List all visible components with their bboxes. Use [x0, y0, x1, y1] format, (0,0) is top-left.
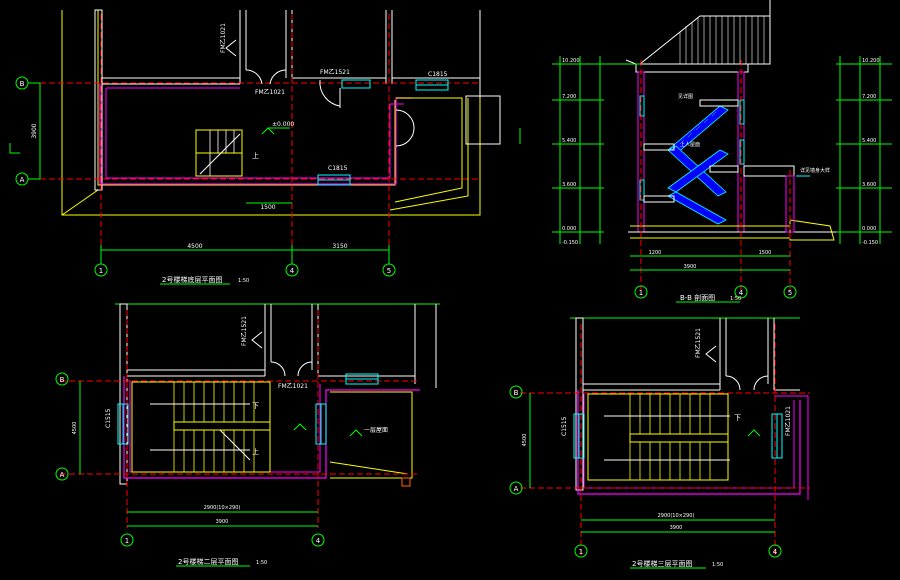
section-dim-3: 1500 [759, 250, 772, 256]
top-stair-down: 下 [734, 414, 741, 422]
section-level-l6: 0.000 [562, 226, 576, 232]
middle-stair-up: 上 [252, 447, 259, 456]
top-axis-b: B [514, 389, 519, 397]
section-level-r2: 7.200 [862, 94, 876, 100]
ground-axis-4: 4 [290, 267, 295, 275]
ground-axis-1: 1 [99, 267, 103, 275]
section-axis-5: 5 [788, 289, 792, 297]
top-floor-plan [509, 317, 810, 569]
middle-axis-1: 1 [125, 537, 129, 545]
ground-label-window2: C1815 [328, 165, 348, 172]
section-note-2: 详见墙身大样 [800, 167, 830, 174]
top-label-door2: FM乙1021 [785, 406, 792, 436]
ground-dim-mid: 1500 [260, 204, 275, 211]
middle-axis-a: A [60, 471, 65, 479]
ground-dim-right: 3150 [332, 243, 347, 250]
top-plan-scale: 1:50 [712, 562, 723, 568]
middle-axis-4: 4 [316, 537, 321, 545]
section-level-r3: 5.400 [862, 138, 876, 144]
ground-axis-5: 5 [387, 267, 391, 275]
section-axis-1: 1 [639, 289, 643, 297]
middle-label-window: C1515 [105, 408, 112, 428]
ground-stair-up: 上 [252, 151, 259, 160]
section-b-b [552, 0, 892, 303]
middle-floor-plan [55, 303, 440, 567]
middle-dim-left: 4500 [72, 422, 78, 435]
middle-dim-total: 3900 [216, 519, 229, 525]
ground-label-door1: FM乙1521 [320, 69, 350, 76]
section-level-l3: 5.400 [562, 138, 576, 144]
ground-dim-total: 4500 [187, 243, 202, 250]
middle-roof-note: 一层屋面 [364, 427, 388, 434]
ground-level: ±0.000 [272, 121, 294, 128]
section-level-r0: 10.200 [862, 58, 880, 64]
middle-plan-title: 2号楼梯二层平面图 [178, 557, 238, 566]
top-label-door1: FM乙1521 [695, 328, 702, 358]
section-dim-2: 1200 [649, 250, 662, 256]
top-plan-title: 2号楼梯三层平面图 [632, 559, 692, 568]
top-axis-1: 1 [579, 548, 583, 556]
middle-label-door2: FM乙1021 [278, 383, 308, 390]
top-axis-a: A [514, 485, 519, 493]
middle-plan-scale: 1:50 [256, 560, 267, 566]
section-note-1: 见详图 [678, 93, 693, 100]
section-level-l0: 10.200 [562, 58, 580, 64]
section-level-r4: 3.600 [862, 182, 876, 188]
section-level-l2: 7.200 [562, 94, 576, 100]
middle-dim-stair: 2900(10×290) [204, 505, 241, 511]
ground-floor-plan [9, 9, 521, 285]
section-level-l4: 3.600 [562, 182, 576, 188]
middle-label-door1: FM乙1521 [241, 316, 248, 346]
ground-axis-a: A [20, 176, 25, 184]
section-level-r7: -0.150 [862, 240, 878, 246]
top-dim-left: 4500 [522, 434, 528, 447]
ground-plan-title: 2号楼梯底层平面图 [162, 275, 222, 284]
top-axis-4: 4 [773, 548, 778, 556]
section-level-l7: -0.150 [562, 240, 578, 246]
ground-label-door2: FM乙1021 [255, 89, 285, 96]
section-title: B-B 剖面图 [680, 293, 715, 302]
ground-plan-scale: 1:50 [238, 278, 249, 284]
top-label-window: C1515 [561, 416, 568, 436]
ground-label-window1: C1815 [428, 71, 448, 78]
ground-dim-left: 3900 [31, 123, 38, 138]
section-scale: 1:50 [730, 296, 741, 302]
section-note-3: 上人屋面 [680, 141, 700, 148]
top-dim-total: 3900 [670, 525, 683, 531]
middle-stair-down: 下 [252, 402, 259, 410]
section-level-r6: 0.000 [862, 226, 876, 232]
middle-axis-b: B [60, 376, 65, 384]
ground-label-door3: FM乙1021 [220, 23, 227, 53]
section-axis-4: 4 [739, 289, 744, 297]
top-dim-stair: 2900(10×290) [658, 513, 695, 519]
ground-axis-b: B [20, 80, 25, 88]
section-dim-1: 3900 [684, 264, 697, 270]
